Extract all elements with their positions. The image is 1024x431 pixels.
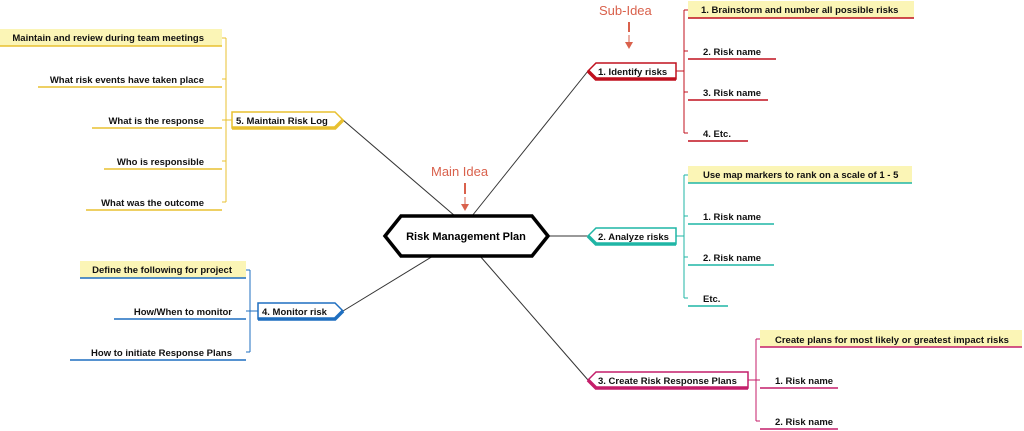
sub-idea-node-analyze-risks[interactable]: 2. Analyze risks [586, 227, 677, 246]
branch-response-plans: 3. Create Risk Response Plans Create pla… [586, 330, 1022, 430]
connector-response [479, 255, 589, 381]
topic-label: 4. Etc. [703, 129, 731, 140]
topic-label: Create plans for most likely or greatest… [775, 335, 1009, 346]
topic-node[interactable]: Create plans for most likely or greatest… [760, 330, 1022, 348]
topic-label: 2. Risk name [775, 417, 833, 428]
topic-label: 3. Risk name [703, 88, 761, 99]
topic-node[interactable]: What was the outcome [86, 198, 222, 211]
sub-idea-node-identify-risks[interactable]: 1. Identify risks [586, 62, 677, 81]
main-idea-node[interactable]: Risk Management Plan [382, 214, 551, 258]
main-connectors [342, 70, 589, 381]
topic-label: What risk events have taken place [50, 75, 204, 86]
topic-label: 1. Brainstorm and number all possible ri… [701, 5, 898, 16]
topic-node[interactable]: 2. Risk name [760, 417, 838, 430]
topic-node[interactable]: 1. Risk name [760, 376, 838, 389]
branch-identify-risks: 1. Identify risks 1. Brainstorm and numb… [586, 1, 914, 142]
topic-node[interactable]: Etc. [688, 294, 728, 307]
branch-analyze-risks: 2. Analyze risks Use map markers to rank… [586, 166, 912, 307]
branch-monitor-risk: 4. Monitor risk Define the following for… [70, 261, 345, 361]
topic-node[interactable]: How to initiate Response Plans [70, 348, 246, 361]
sub-idea-label: 5. Maintain Risk Log [236, 116, 328, 127]
topic-node[interactable]: Define the following for project [80, 261, 246, 279]
topic-label: Maintain and review during team meetings [12, 33, 204, 44]
connector-identify [471, 70, 589, 217]
topic-node[interactable]: 1. Risk name [688, 212, 774, 225]
topic-node[interactable]: 2. Risk name [688, 253, 774, 266]
topic-node[interactable]: 4. Etc. [688, 129, 748, 142]
main-idea-annotation-label: Main Idea [431, 164, 489, 179]
topic-node[interactable]: Maintain and review during team meetings [0, 29, 222, 47]
topic-label: Use map markers to rank on a scale of 1 … [703, 170, 899, 181]
topic-node[interactable]: 1. Brainstorm and number all possible ri… [688, 1, 914, 19]
connector-log [342, 119, 456, 217]
topic-node[interactable]: 3. Risk name [688, 88, 768, 101]
branch-maintain-risk-log: 5. Maintain Risk Log Maintain and review… [0, 29, 345, 211]
topic-node[interactable]: What risk events have taken place [38, 75, 222, 88]
sub-idea-annotation: Sub-Idea [599, 3, 653, 49]
topic-node[interactable]: What is the response [92, 116, 222, 129]
topic-label: Define the following for project [92, 265, 233, 276]
sub-idea-label: 1. Identify risks [598, 67, 667, 78]
sub-idea-label: 4. Monitor risk [262, 307, 328, 318]
topic-label: How to initiate Response Plans [91, 348, 232, 359]
topic-label: 2. Risk name [703, 253, 761, 264]
topic-label: What is the response [108, 116, 204, 127]
sub-idea-node-response-plans[interactable]: 3. Create Risk Response Plans [586, 371, 749, 390]
topic-label: How/When to monitor [134, 307, 232, 318]
topic-node[interactable]: 2. Risk name [688, 47, 776, 60]
topic-label: Etc. [703, 294, 720, 305]
sub-idea-annotation-label: Sub-Idea [599, 3, 653, 18]
topic-label: 1. Risk name [775, 376, 833, 387]
sub-idea-node-monitor-risk[interactable]: 4. Monitor risk [257, 302, 345, 321]
main-idea-label: Risk Management Plan [406, 231, 526, 243]
topic-label: What was the outcome [101, 198, 204, 209]
main-idea-annotation: Main Idea [431, 164, 489, 211]
topic-node[interactable]: How/When to monitor [114, 307, 246, 320]
topic-node[interactable]: Who is responsible [104, 157, 222, 170]
topic-label: Who is responsible [117, 157, 204, 168]
topic-label: 1. Risk name [703, 212, 761, 223]
sub-idea-node-maintain-risk-log[interactable]: 5. Maintain Risk Log [231, 111, 345, 130]
topic-node[interactable]: Use map markers to rank on a scale of 1 … [688, 166, 912, 184]
topic-label: 2. Risk name [703, 47, 761, 58]
sub-idea-label: 3. Create Risk Response Plans [598, 376, 737, 387]
sub-idea-label: 2. Analyze risks [598, 232, 669, 243]
connector-monitor [342, 252, 439, 312]
